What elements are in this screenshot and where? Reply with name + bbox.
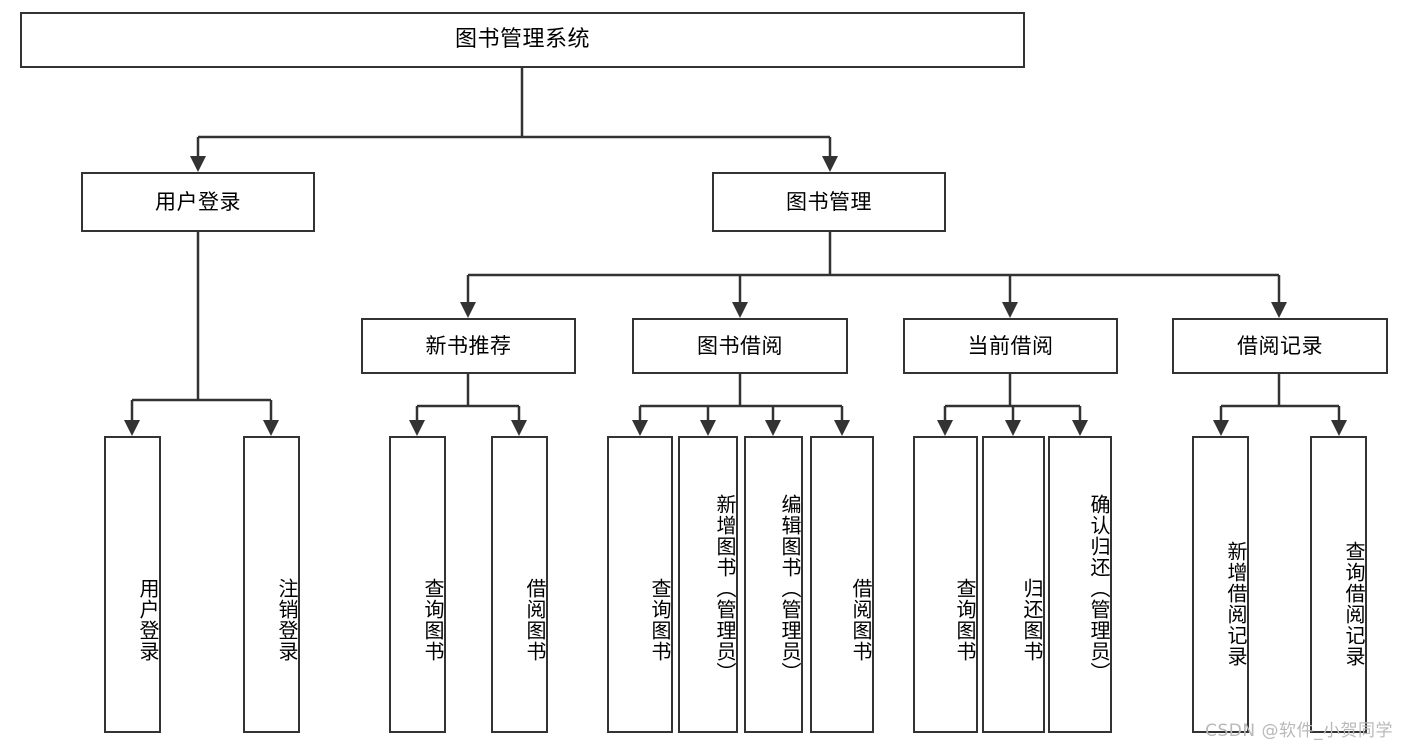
node-label: 查询借阅记录 [1342, 540, 1366, 667]
node-current-borrow[interactable]: 当前借阅 [903, 318, 1118, 374]
node-user-login[interactable]: 用户登录 [81, 172, 315, 232]
node-new-book-recommend[interactable]: 新书推荐 [361, 318, 576, 374]
node-label: 注销登录 [275, 577, 299, 662]
leaf-add-borrow-record[interactable]: 新增借阅记录 [1192, 436, 1249, 733]
node-label: 用户登录 [136, 577, 160, 662]
leaf-borrow-book[interactable]: 借阅图书 [810, 436, 874, 733]
node-label: 借阅图书 [849, 577, 873, 662]
node-label: 查询图书 [421, 577, 445, 662]
node-label: 新书推荐 [425, 333, 512, 358]
node-label: 用户登录 [155, 189, 241, 214]
node-label: 借阅图书 [523, 577, 547, 662]
leaf-add-book-admin[interactable]: 新增图书（管理员） [678, 436, 738, 733]
node-label: 归还图书 [1020, 577, 1044, 662]
node-label: 新增借阅记录 [1224, 540, 1248, 667]
node-label: 当前借阅 [967, 333, 1054, 358]
leaf-confirm-return-admin[interactable]: 确认归还（管理员） [1048, 436, 1112, 733]
node-root-system[interactable]: 图书管理系统 [20, 12, 1025, 68]
node-book-borrow[interactable]: 图书借阅 [632, 318, 848, 374]
node-label: 图书管理系统 [454, 27, 590, 53]
node-label: 图书管理 [786, 189, 872, 214]
node-label: 查询图书 [648, 577, 672, 662]
leaf-query-borrow-record[interactable]: 查询借阅记录 [1310, 436, 1367, 733]
leaf-user-login[interactable]: 用户登录 [104, 436, 161, 733]
node-label: 确认归还（管理员） [1087, 494, 1111, 683]
leaf-return-book[interactable]: 归还图书 [982, 436, 1045, 733]
node-label: 查询图书 [953, 577, 977, 662]
leaf-query-book-borrow[interactable]: 查询图书 [607, 436, 673, 733]
node-borrow-record[interactable]: 借阅记录 [1172, 318, 1388, 374]
leaf-borrow-book-recommend[interactable]: 借阅图书 [491, 436, 548, 733]
watermark-text: CSDN @软件_小贺同学 [1205, 721, 1393, 741]
node-label: 编辑图书（管理员） [778, 494, 802, 683]
node-book-management[interactable]: 图书管理 [712, 172, 946, 232]
node-label: 借阅记录 [1237, 333, 1323, 358]
leaf-edit-book-admin[interactable]: 编辑图书（管理员） [744, 436, 803, 733]
node-label: 图书借阅 [697, 333, 783, 358]
node-label: 新增图书（管理员） [713, 494, 737, 683]
leaf-query-book-current[interactable]: 查询图书 [913, 436, 978, 733]
leaf-query-book-recommend[interactable]: 查询图书 [389, 436, 446, 733]
leaf-logout[interactable]: 注销登录 [243, 436, 300, 733]
